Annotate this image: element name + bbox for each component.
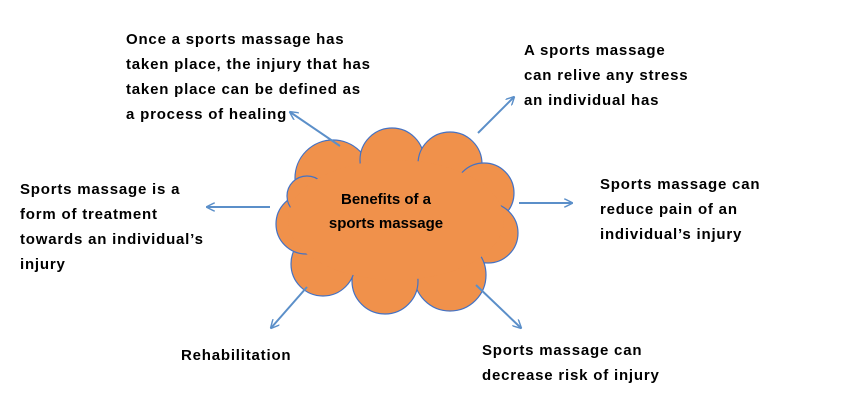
- benefit-stress-line: can relive any stress: [524, 67, 689, 84]
- benefit-rehab-line: Rehabilitation: [181, 347, 292, 364]
- benefit-healing-line: Once a sports massage has: [126, 31, 345, 48]
- benefit-treatment-line: form of treatment: [20, 206, 158, 223]
- benefit-healing-line: taken place, the injury that has: [126, 56, 371, 73]
- benefit-risk: Sports massage can decrease risk of inju…: [482, 338, 660, 388]
- benefit-rehab: Rehabilitation: [181, 343, 291, 368]
- benefit-treatment-line: injury: [20, 256, 66, 273]
- benefit-treatment: Sports massage is a form of treatment to…: [20, 177, 204, 277]
- arrow-risk: [475, 284, 521, 328]
- benefit-healing-line: a process of healing: [126, 106, 288, 123]
- benefit-risk-line: decrease risk of injury: [482, 367, 660, 384]
- benefit-pain-line: individual’s injury: [600, 226, 743, 243]
- benefit-healing: Once a sports massage has taken place, t…: [126, 27, 371, 127]
- benefit-stress-line: A sports massage: [524, 42, 666, 59]
- benefit-risk-line: Sports massage can: [482, 342, 643, 359]
- benefit-pain: Sports massage can reduce pain of an ind…: [600, 172, 760, 247]
- benefit-pain-line: Sports massage can: [600, 176, 761, 193]
- benefit-stress-line: an individual has: [524, 92, 660, 109]
- center-title-line: Benefits of a: [340, 191, 431, 208]
- benefit-healing-line: taken place can be defined as: [126, 81, 361, 98]
- center-cloud: [275, 127, 519, 315]
- center-title-line: sports massage: [328, 215, 444, 232]
- benefit-pain-line: reduce pain of an: [600, 201, 738, 218]
- arrow-healing: [290, 112, 341, 147]
- arrow-rehab: [271, 286, 308, 328]
- benefit-treatment-line: Sports massage is a: [20, 181, 181, 198]
- arrow-stress: [477, 97, 514, 134]
- benefit-stress: A sports massage can relive any stress a…: [524, 38, 688, 113]
- benefit-treatment-line: towards an individual’s: [20, 231, 204, 248]
- center-title: Benefits of a sports massage: [306, 188, 466, 236]
